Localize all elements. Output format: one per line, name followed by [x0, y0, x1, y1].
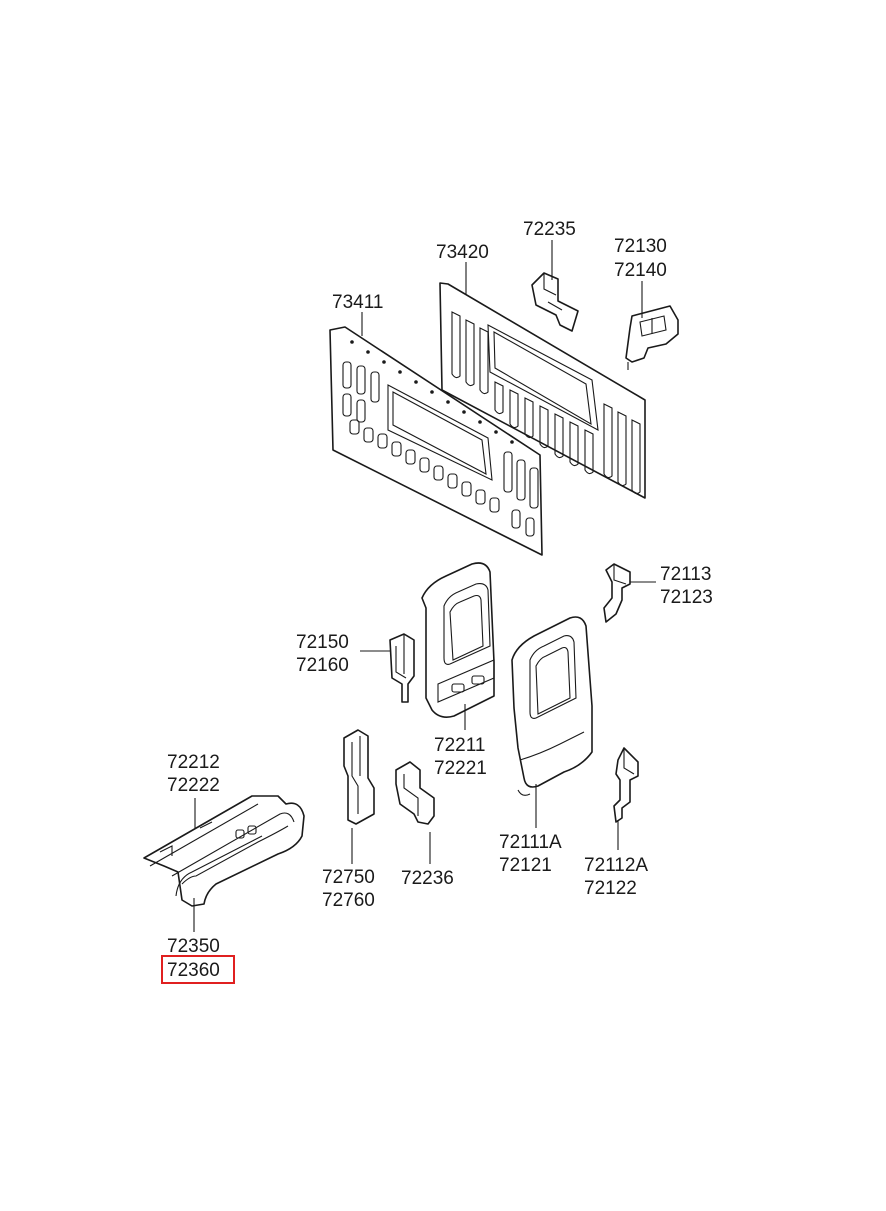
part-72211-drawing	[421, 562, 495, 718]
callout-73420: 73420	[436, 242, 489, 263]
part-72236-drawing	[395, 761, 435, 825]
part-72130-drawing	[625, 305, 679, 370]
callout-72112A: 72112A	[584, 855, 648, 876]
callout-72222: 72222	[167, 775, 220, 796]
callout-72760: 72760	[322, 890, 375, 911]
callout-72140: 72140	[614, 260, 667, 281]
highlight-box	[161, 955, 235, 984]
callout-72111A: 72111A	[499, 832, 562, 853]
part-72111A-drawing	[511, 616, 593, 796]
callout-72211: 72211	[434, 735, 485, 756]
callout-73411: 73411	[332, 292, 383, 313]
callout-72123: 72123	[660, 587, 713, 608]
callout-72350: 72350	[167, 936, 220, 957]
callout-72113: 72113	[660, 564, 711, 585]
callout-72221: 72221	[434, 758, 487, 779]
part-72750-drawing	[343, 729, 375, 825]
part-72112A-drawing	[613, 747, 639, 823]
callout-72122: 72122	[584, 878, 637, 899]
part-72235-drawing	[531, 272, 579, 332]
part-73411-drawing	[329, 326, 543, 556]
callout-72150: 72150	[296, 632, 349, 653]
callout-72236: 72236	[401, 868, 454, 889]
part-73420-drawing	[439, 282, 646, 499]
callout-72130: 72130	[614, 236, 667, 257]
part-72113-drawing	[603, 563, 631, 623]
part-72350-drawing	[143, 795, 305, 907]
callout-72160: 72160	[296, 655, 349, 676]
callout-72360: 72360	[167, 960, 220, 981]
callout-72212: 72212	[167, 752, 220, 773]
leader-lines	[193, 240, 656, 932]
callout-labels: 73411 73420 72235 72130 72140 72113 7212…	[167, 219, 713, 981]
callout-72235: 72235	[523, 219, 576, 240]
callout-72750: 72750	[322, 867, 375, 888]
callout-72121: 72121	[499, 855, 552, 876]
part-72150-drawing	[389, 633, 415, 703]
